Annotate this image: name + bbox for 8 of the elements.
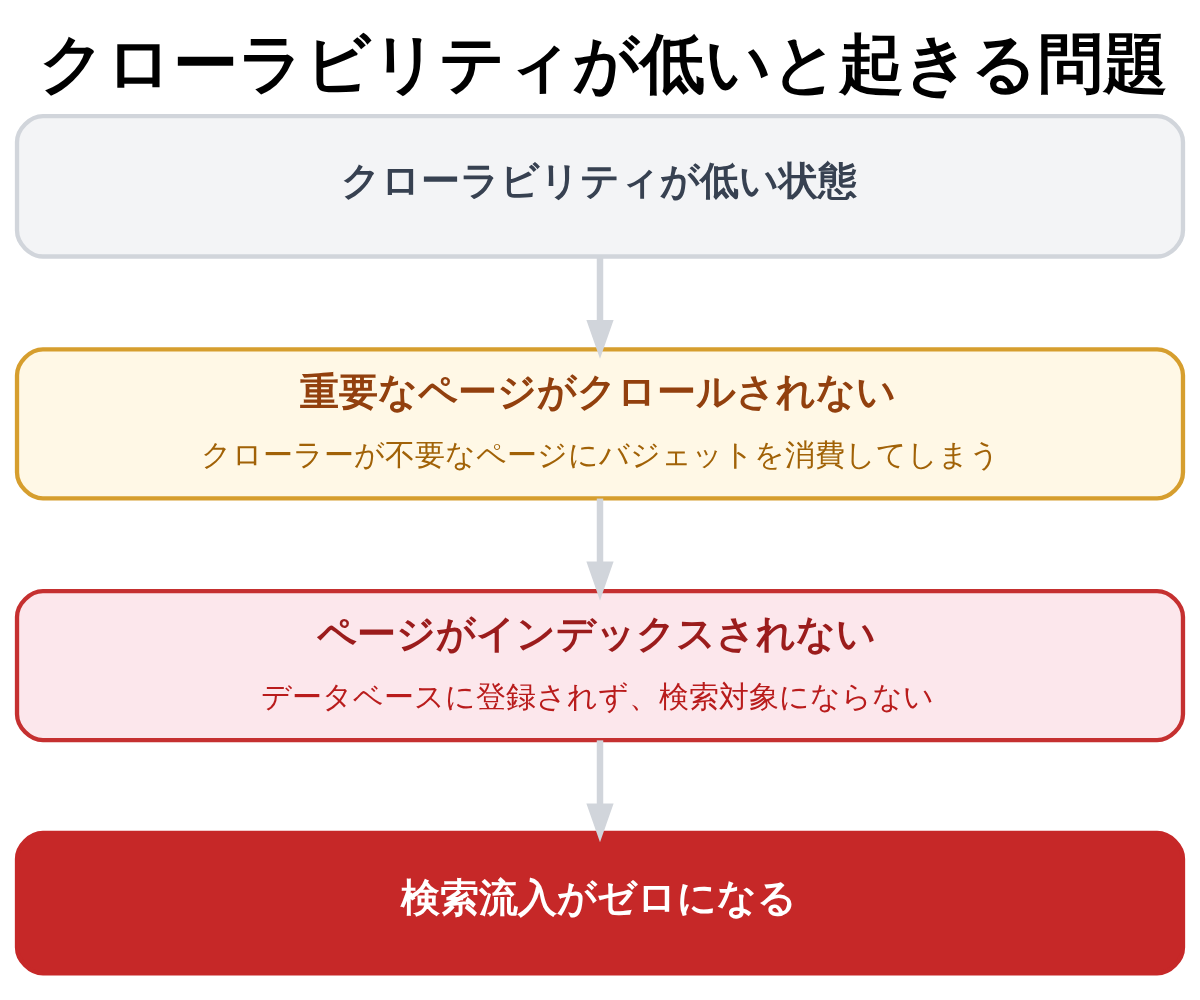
arrow [586, 739, 614, 842]
node-box: クローラビリティが低い状態 [14, 113, 1186, 259]
arrow [586, 498, 614, 600]
arrow [586, 256, 614, 359]
diagram-title: クローラビリティが低いと起きる問題 [38, 25, 1168, 101]
node-box: 重要なページがクロールされない クローラーが不要なページにバジェットを消費してしまう [14, 346, 1186, 500]
node-box: ページがインデックスされない データベースに登録されず、検索対象にならない [14, 588, 1186, 742]
node-box: 検索流入がゼロになる [14, 830, 1186, 975]
